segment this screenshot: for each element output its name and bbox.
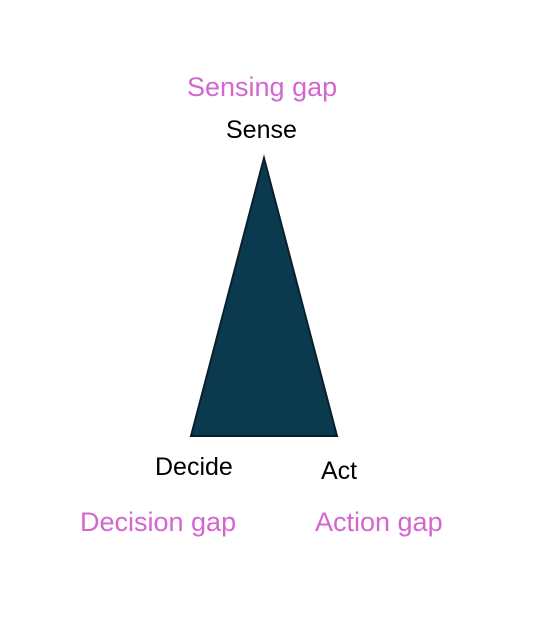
decide-node-label: Decide <box>155 453 233 481</box>
action-gap-label: Action gap <box>315 507 443 537</box>
sense-decide-act-triangle <box>189 154 339 437</box>
decision-gap-label: Decision gap <box>80 507 237 537</box>
sense-node-label: Sense <box>226 116 297 144</box>
sensing-gap-label: Sensing gap <box>187 72 338 102</box>
act-node-label: Act <box>321 457 358 485</box>
